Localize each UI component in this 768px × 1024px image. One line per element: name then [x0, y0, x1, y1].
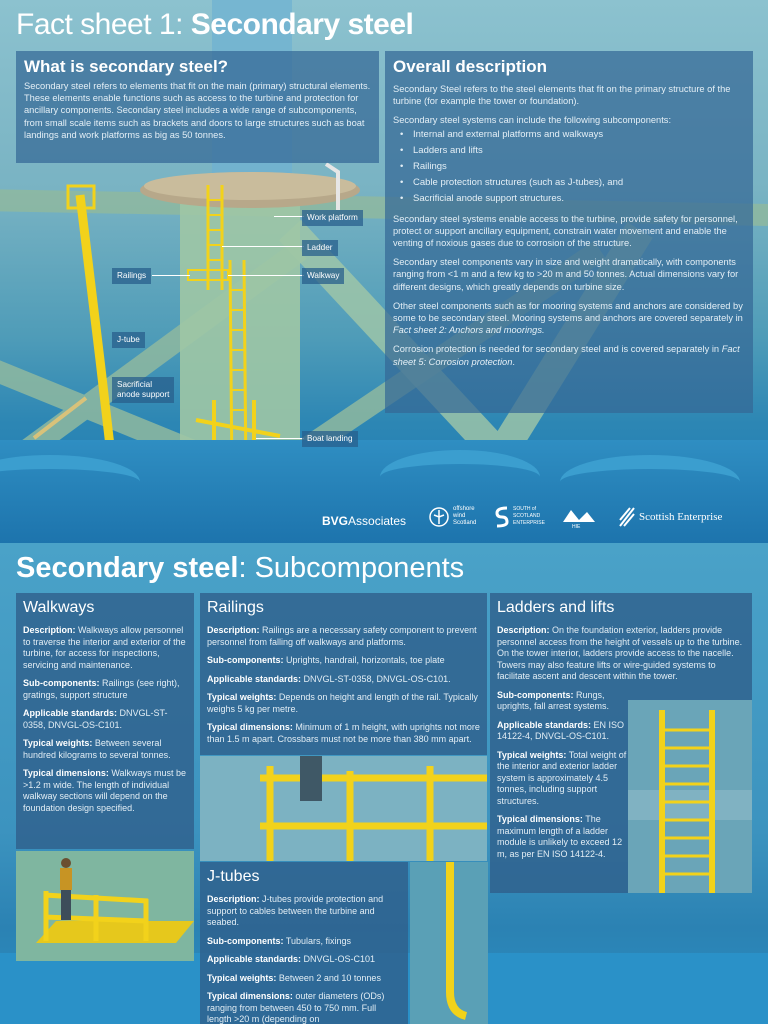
ladders-standards: Applicable standards: EN ISO 14122-4, DN… — [497, 719, 625, 742]
overall-p6: Corrosion protection is needed for secon… — [393, 344, 740, 367]
subcomponent-list: Internal and external platforms and walk… — [393, 127, 745, 207]
jtubes-subcomponents: Sub-components: Tubulars, fixings — [207, 935, 352, 946]
callout-walkway: Walkway — [302, 268, 345, 284]
railings-subcomponents: Sub-components: Uprights, handrail, hori… — [207, 655, 445, 665]
callout-work-platform: Work platform — [302, 210, 363, 226]
bvg-associates-logo: BVGAssociates — [322, 514, 407, 528]
walkways-standards: Applicable standards: DNVGL-ST-0358, DNV… — [23, 708, 168, 730]
fact-sheet-hero: Fact sheet 1: Secondary steel What is se… — [0, 0, 768, 543]
ladders-dimensions: Typical dimensions: The maximum length o… — [497, 814, 623, 859]
jtubes-dimensions: Typical dimensions: outer diameters (ODs… — [207, 991, 385, 1024]
overall-p4: Secondary steel components vary in size … — [393, 257, 739, 292]
page-title: Fact sheet 1: Secondary steel — [16, 8, 414, 41]
ladders-weights: Typical weights: Total weight of the int… — [497, 749, 627, 806]
callout-railings: Railings — [112, 268, 152, 284]
jtubes-description: Description: J-tubes provide protection … — [207, 894, 384, 927]
jtubes-weights: Typical weights: Between 2 and 10 tonnes — [207, 972, 381, 983]
railings-card: Railings Description: Railings are a nec… — [200, 593, 487, 755]
walkways-subcomponents: Sub-components: Railings (see right), gr… — [23, 678, 180, 700]
overall-p5: Other steel components such as for moori… — [393, 300, 743, 336]
jtubes-card: J-tubes Description: J-tubes provide pro… — [200, 862, 408, 1024]
jtubes-heading: J-tubes — [207, 868, 260, 885]
walkways-heading: Walkways — [23, 599, 95, 616]
jtube-illustration — [410, 862, 488, 1024]
list-item: Internal and external platforms and walk… — [400, 127, 745, 143]
list-item: Sacrificial anode support structures. — [400, 191, 745, 207]
railings-weights: Typical weights: Depends on height and l… — [207, 692, 478, 714]
scottish-enterprise-logo: Scottish Enterprise — [639, 511, 723, 523]
hie-logo: HIE — [572, 524, 581, 530]
walkways-dimensions: Typical dimensions: Walkways must be >1.… — [23, 768, 187, 813]
walkways-weights: Typical weights: Between several hundred… — [23, 738, 171, 760]
overall-p1: Secondary Steel refers to the steel elem… — [393, 84, 731, 107]
hie-icon — [563, 510, 595, 522]
sose-icon — [495, 506, 509, 528]
ladders-heading: Ladders and lifts — [497, 599, 615, 616]
ladder-illustration — [628, 700, 752, 893]
overall-description-box: Overall description Secondary Steel refe… — [385, 51, 753, 413]
scottish-enterprise-icon — [619, 507, 635, 527]
walkways-card: Walkways Description: Walkways allow per… — [16, 593, 194, 849]
callout-ladder: Ladder — [302, 240, 338, 256]
ladders-description: Description: On the foundation exterior,… — [497, 625, 743, 681]
what-heading: What is secondary steel? — [24, 57, 229, 76]
railings-illustration — [200, 756, 487, 861]
callout-boat-landing: Boat landing — [302, 431, 358, 447]
what-is-secondary-steel-box: What is secondary steel? Secondary steel… — [16, 51, 379, 163]
list-item: Cable protection structures (such as J-t… — [400, 175, 745, 191]
offshore-wind-scotland-icon — [429, 507, 449, 527]
callout-jtube: J-tube — [112, 332, 145, 348]
jtubes-standards: Applicable standards: DNVGL-OS-C101 — [207, 954, 376, 964]
overall-heading: Overall description — [393, 57, 547, 76]
railings-standards: Applicable standards: DNVGL-ST-0358, DNV… — [207, 673, 451, 684]
walkway-illustration — [16, 851, 194, 961]
railings-heading: Railings — [207, 599, 264, 616]
section-title: Secondary steel: Subcomponents — [16, 552, 465, 584]
railings-description: Description: Railings are a necessary sa… — [207, 625, 477, 647]
railings-dimensions: Typical dimensions: Minimum of 1 m heigh… — [207, 722, 480, 744]
overall-p2: Secondary steel systems can include the … — [393, 115, 672, 126]
ladders-subcomponents: Sub-components: Rungs, uprights, fall ar… — [497, 689, 610, 712]
walkways-description: Description: Walkways allow personnel to… — [23, 625, 186, 670]
list-item: Ladders and lifts — [400, 143, 745, 159]
subcomponents-section: Secondary steel: Subcomponents Walkways … — [0, 543, 768, 1024]
overall-p3: Secondary steel systems enable access to… — [393, 213, 738, 249]
list-item: Railings — [400, 159, 745, 175]
what-body: Secondary steel refers to elements that … — [24, 81, 371, 140]
